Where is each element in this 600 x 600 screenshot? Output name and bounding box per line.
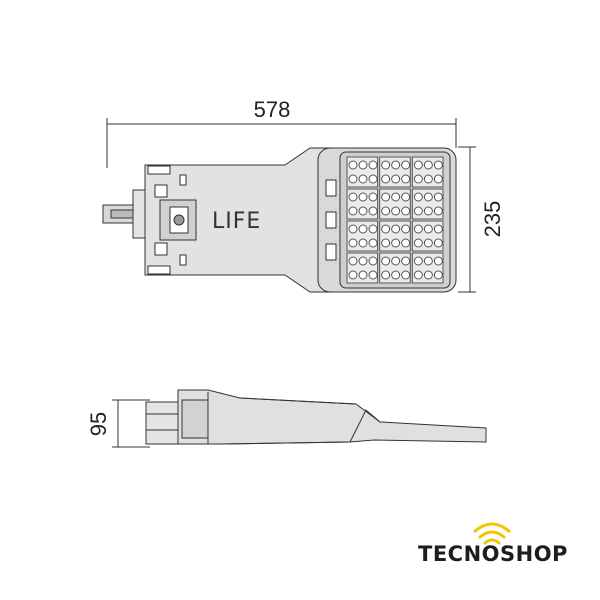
- led-lens: [368, 206, 378, 216]
- side-view: 95: [86, 389, 487, 448]
- led-lens: [413, 256, 423, 266]
- led-lens: [413, 238, 423, 248]
- led-lens: [368, 174, 378, 184]
- led-module-grid: [346, 156, 444, 284]
- led-lens: [381, 270, 391, 280]
- led-lens: [433, 206, 443, 216]
- led-lens: [368, 224, 378, 234]
- height-value: 95: [86, 412, 111, 436]
- led-lens: [368, 192, 378, 202]
- led-head: [317, 147, 457, 293]
- led-lens: [423, 224, 433, 234]
- length-dimension: 578: [106, 97, 457, 168]
- led-lens: [391, 224, 401, 234]
- led-lens: [391, 206, 401, 216]
- length-value: 578: [254, 97, 291, 122]
- led-lens: [401, 160, 411, 170]
- led-lens: [433, 174, 443, 184]
- width-dimension: 235: [458, 146, 505, 293]
- led-lens: [423, 206, 433, 216]
- led-lens: [348, 238, 358, 248]
- led-lens: [358, 160, 368, 170]
- led-lens: [423, 238, 433, 248]
- led-lens: [391, 256, 401, 266]
- brand-logo: TECNOSHOP: [418, 522, 568, 566]
- led-lens: [368, 270, 378, 280]
- led-lens: [358, 174, 368, 184]
- led-lens: [433, 192, 443, 202]
- led-lens: [423, 256, 433, 266]
- mounting-bracket: [102, 189, 148, 239]
- led-lens: [368, 256, 378, 266]
- led-lens: [358, 206, 368, 216]
- led-lens: [368, 160, 378, 170]
- height-dimension: 95: [86, 399, 150, 448]
- led-lens: [358, 256, 368, 266]
- led-lens: [381, 206, 391, 216]
- led-lens: [423, 174, 433, 184]
- led-lens: [348, 160, 358, 170]
- led-lens: [348, 256, 358, 266]
- led-lens: [413, 206, 423, 216]
- led-lens: [401, 224, 411, 234]
- led-lens: [401, 238, 411, 248]
- led-lens: [401, 256, 411, 266]
- led-lens: [413, 174, 423, 184]
- led-lens: [348, 174, 358, 184]
- led-lens: [433, 270, 443, 280]
- led-lens: [433, 224, 443, 234]
- led-lens: [401, 206, 411, 216]
- led-lens: [413, 270, 423, 280]
- led-lens: [391, 238, 401, 248]
- led-lens: [401, 192, 411, 202]
- led-lens: [433, 160, 443, 170]
- led-lens: [391, 174, 401, 184]
- led-lens: [381, 238, 391, 248]
- wifi-signal-icon: [473, 522, 511, 545]
- led-lens: [413, 224, 423, 234]
- led-lens: [358, 192, 368, 202]
- led-lens: [423, 192, 433, 202]
- led-lens: [391, 192, 401, 202]
- led-lens: [423, 160, 433, 170]
- led-lens: [381, 256, 391, 266]
- width-value: 235: [480, 201, 505, 238]
- led-lens: [358, 270, 368, 280]
- led-lens: [433, 256, 443, 266]
- led-lens: [391, 270, 401, 280]
- brand-name: TECNOSHOP: [418, 542, 568, 566]
- top-view: 578 235: [102, 97, 505, 293]
- led-lens: [381, 192, 391, 202]
- led-lens: [401, 270, 411, 280]
- led-lens: [401, 174, 411, 184]
- led-lens: [433, 238, 443, 248]
- led-lens: [381, 224, 391, 234]
- led-lens: [381, 174, 391, 184]
- led-lens: [413, 160, 423, 170]
- led-lens: [348, 192, 358, 202]
- led-lens: [413, 192, 423, 202]
- led-lens: [358, 224, 368, 234]
- led-lens: [358, 238, 368, 248]
- led-lens: [423, 270, 433, 280]
- side-profile: [177, 389, 487, 445]
- led-lens: [348, 270, 358, 280]
- led-lens: [348, 206, 358, 216]
- led-lens: [348, 224, 358, 234]
- led-lens: [381, 160, 391, 170]
- led-lens: [391, 160, 401, 170]
- product-label: LIFE: [212, 209, 261, 234]
- led-lens: [368, 238, 378, 248]
